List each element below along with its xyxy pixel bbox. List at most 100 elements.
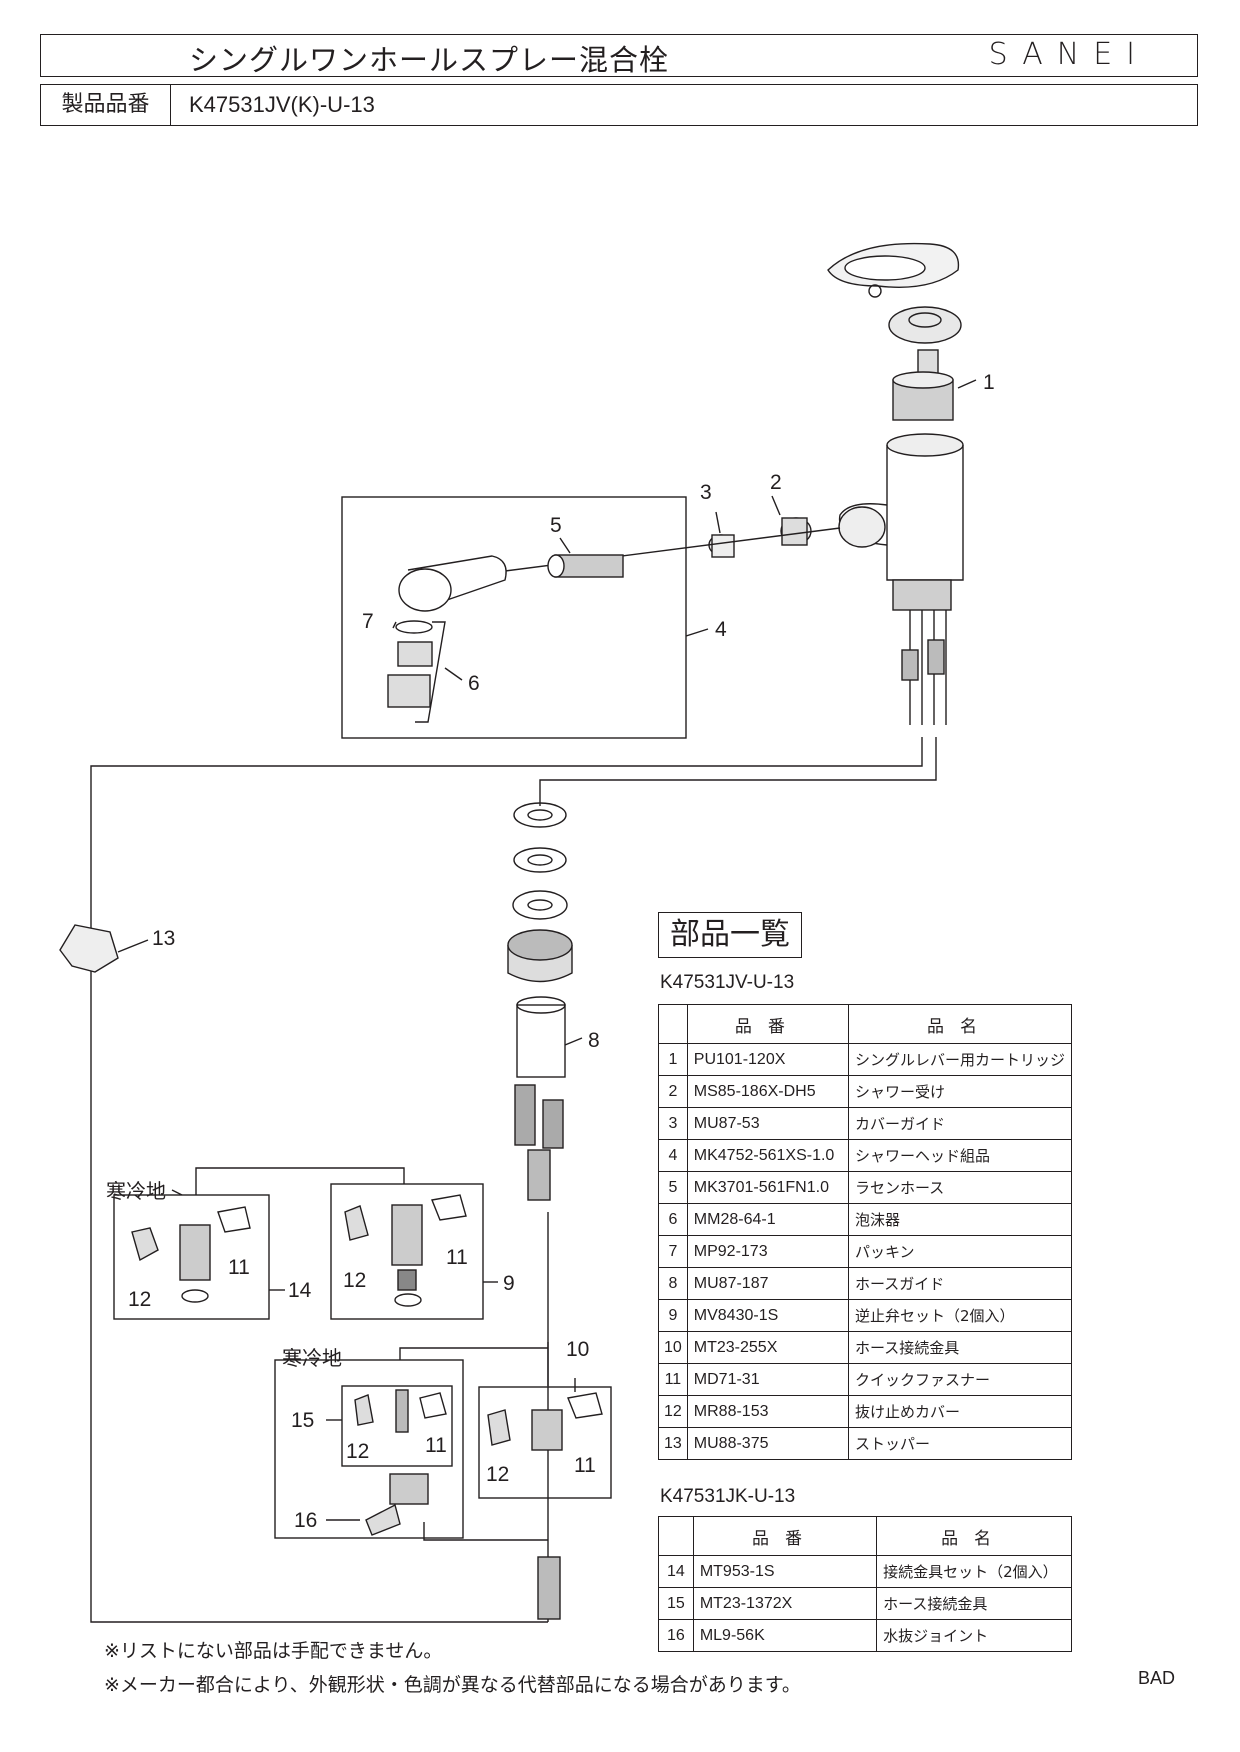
col-no <box>658 1516 694 1556</box>
callout-1: 1 <box>983 371 995 394</box>
cold-region-box-15-16 <box>274 1359 464 1539</box>
callout-10: 10 <box>566 1338 589 1361</box>
callout-12-a: 12 <box>128 1288 151 1311</box>
callout-9: 9 <box>503 1272 515 1295</box>
row-name: ラセンホース <box>847 1171 1073 1204</box>
row-code: MT23-1372X <box>692 1587 878 1620</box>
callout-12-d: 12 <box>486 1463 509 1486</box>
callout-14: 14 <box>288 1279 312 1302</box>
col-name: 品名 <box>847 1004 1073 1044</box>
brand-logo: SANEI <box>988 37 1149 72</box>
code-tag: BAD <box>1138 1668 1176 1688</box>
callout-8: 8 <box>588 1029 600 1052</box>
callout-11-c: 11 <box>425 1434 447 1457</box>
row-name: シャワーヘッド組品 <box>847 1139 1073 1172</box>
callout-4: 4 <box>715 618 727 641</box>
row-no: 11 <box>658 1363 688 1396</box>
table1-model: K47531JV-U-13 <box>660 972 795 993</box>
callout-3: 3 <box>700 481 712 504</box>
shower-head-group-box <box>341 496 687 739</box>
row-name: シングルレバー用カートリッジ <box>847 1043 1073 1076</box>
row-name: ストッパー <box>847 1427 1073 1460</box>
table2-model: K47531JK-U-13 <box>660 1486 796 1507</box>
row-no: 3 <box>658 1107 688 1140</box>
row-code: MS85-186X-DH5 <box>686 1075 849 1108</box>
callout-11-b: 11 <box>446 1246 468 1269</box>
row-no: 2 <box>658 1075 688 1108</box>
row-name: 逆止弁セット（2個入） <box>847 1299 1073 1332</box>
row-code: MV8430-1S <box>686 1299 849 1332</box>
row-name: 抜け止めカバー <box>847 1395 1073 1428</box>
row-code: ML9-56K <box>692 1619 878 1652</box>
row-name: ホース接続金具 <box>876 1587 1072 1620</box>
product-number-label: 製品品番 <box>41 85 171 125</box>
row-name: 水抜ジョイント <box>876 1619 1072 1652</box>
row-no: 10 <box>658 1331 688 1364</box>
col-code: 品番 <box>686 1004 849 1044</box>
row-name: クイックファスナー <box>847 1363 1073 1396</box>
callout-12-c: 12 <box>346 1440 369 1463</box>
box-15 <box>341 1385 453 1467</box>
product-number-bar: 製品品番 K47531JV(K)-U-13 <box>40 84 1198 126</box>
row-code: MK4752-561XS-1.0 <box>686 1139 849 1172</box>
row-name: 接続金具セット（2個入） <box>876 1555 1072 1588</box>
row-name: カバーガイド <box>847 1107 1073 1140</box>
callout-15: 15 <box>291 1409 314 1432</box>
callout-12-b: 12 <box>343 1269 366 1292</box>
callout-5: 5 <box>550 514 562 537</box>
table-header-row: 品番 品名 <box>658 1004 1073 1044</box>
title-bar: シングルワンホールスプレー混合栓 SANEI <box>40 34 1198 77</box>
callout-7: 7 <box>362 610 374 633</box>
row-code: MR88-153 <box>686 1395 849 1428</box>
row-no: 5 <box>658 1171 688 1204</box>
row-code: MT953-1S <box>692 1555 878 1588</box>
note-2: ※メーカー都合により、外観形状・色調が異なる代替部品になる場合があります。 <box>104 1674 801 1696</box>
product-title: シングルワンホールスプレー混合栓 <box>189 43 670 77</box>
row-no: 9 <box>658 1299 688 1332</box>
row-no: 15 <box>658 1587 694 1620</box>
row-code: MU87-187 <box>686 1267 849 1300</box>
row-code: MU88-375 <box>686 1427 849 1460</box>
row-no: 12 <box>658 1395 688 1428</box>
row-no: 7 <box>658 1235 688 1268</box>
row-code: MP92-173 <box>686 1235 849 1268</box>
row-code: MD71-31 <box>686 1363 849 1396</box>
note-1: ※リストにない部品は手配できません。 <box>104 1640 443 1662</box>
col-code: 品番 <box>692 1516 878 1556</box>
row-code: MK3701-561FN1.0 <box>686 1171 849 1204</box>
parts-list-heading: 部品一覧 <box>658 912 802 958</box>
product-number-value: K47531JV(K)-U-13 <box>189 92 375 117</box>
row-name: 泡沫器 <box>847 1203 1073 1236</box>
row-code: PU101-120X <box>686 1043 849 1076</box>
col-no <box>658 1004 688 1044</box>
cold-region-box-14 <box>113 1194 270 1320</box>
row-no: 4 <box>658 1139 688 1172</box>
col-name: 品名 <box>876 1516 1072 1556</box>
callout-11-a: 11 <box>228 1256 250 1279</box>
row-no: 6 <box>658 1203 688 1236</box>
callout-2: 2 <box>770 471 782 494</box>
row-no: 8 <box>658 1267 688 1300</box>
row-name: シャワー受け <box>847 1075 1073 1108</box>
row-no: 14 <box>658 1555 694 1588</box>
box-10 <box>478 1386 612 1499</box>
callout-11-d: 11 <box>574 1454 596 1477</box>
callout-13: 13 <box>152 927 175 950</box>
row-code: MU87-53 <box>686 1107 849 1140</box>
row-name: パッキン <box>847 1235 1073 1268</box>
